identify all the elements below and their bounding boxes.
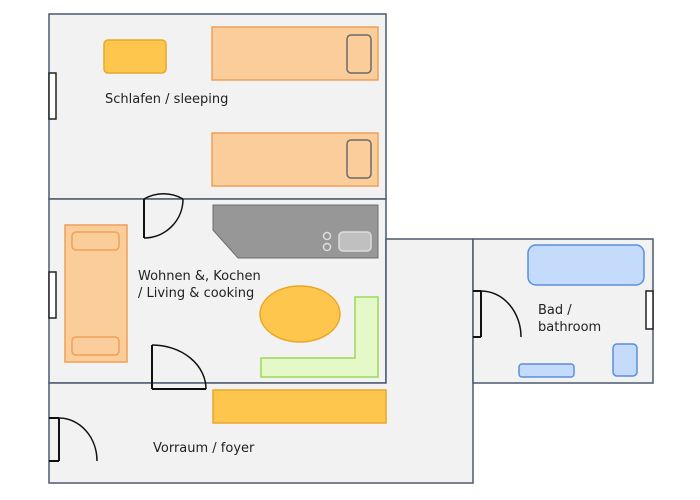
dining-table — [259, 285, 341, 343]
window-living — [48, 271, 57, 319]
pillow-bottom — [346, 139, 372, 179]
kitchen-counter — [212, 204, 379, 259]
label-bath-line1: Bad / — [538, 303, 572, 318]
sink — [338, 231, 372, 252]
window-sleeping — [48, 72, 57, 120]
sofa-cushion-top — [71, 231, 120, 251]
nightstand — [103, 39, 167, 74]
label-living-line2: / Living & cooking — [138, 286, 255, 301]
label-foyer: Vorraum / foyer — [153, 441, 255, 456]
stove-knob-1 — [322, 231, 332, 241]
l-shaped-bench — [260, 296, 379, 378]
window-bathroom — [645, 290, 654, 330]
door-bathroom — [473, 290, 522, 338]
door-living-foyer — [151, 344, 207, 390]
bathtub — [527, 244, 645, 286]
door-entrance — [49, 417, 98, 462]
wardrobe — [212, 389, 387, 424]
label-sleeping: Schlafen / sleeping — [105, 92, 229, 107]
label-living-line1: Wohnen &, Kochen — [138, 269, 261, 284]
door-sleeping-living — [143, 193, 184, 239]
label-bath-line2: bathroom — [538, 320, 602, 335]
pillow-top — [346, 34, 372, 74]
stove-knob-2 — [322, 242, 332, 252]
washbasin — [518, 363, 575, 378]
toilet — [612, 343, 638, 377]
sofa-cushion-bottom — [71, 336, 120, 356]
